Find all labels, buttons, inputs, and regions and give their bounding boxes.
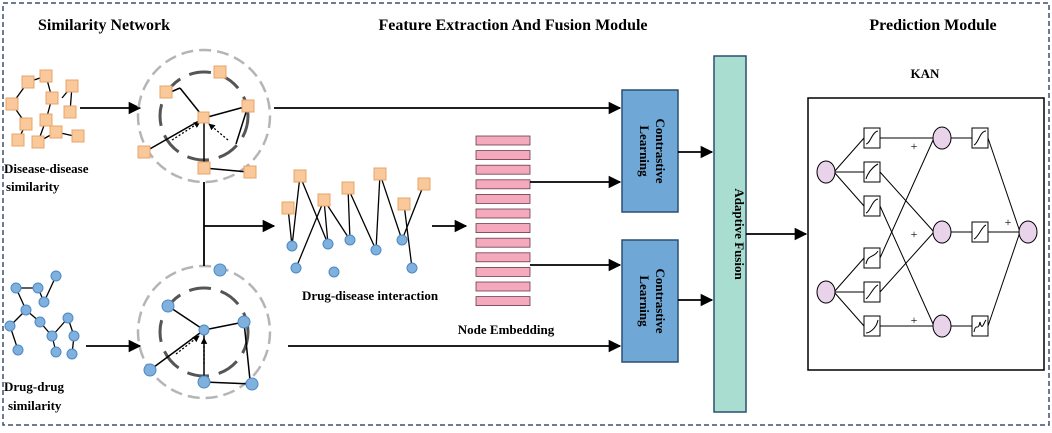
drug-aggregation — [136, 263, 272, 400]
kan-activation-curves — [865, 130, 987, 334]
disease-nodes — [5, 69, 85, 149]
contrastive-top-line1: Contrastive — [653, 119, 668, 184]
embedding-bar — [475, 150, 531, 161]
embedding-bar — [475, 164, 531, 175]
embedding-bar — [475, 208, 531, 219]
embedding-bar — [475, 179, 531, 190]
connector-to-interaction — [203, 182, 276, 266]
label-disease-line1: Disease-disease — [4, 161, 89, 176]
disease-aggregation — [136, 48, 272, 184]
embedding-bar — [475, 237, 531, 248]
embedding-bar — [475, 135, 531, 146]
contrastive-top-line2: Learning — [637, 125, 652, 177]
node-embedding-stack — [475, 135, 531, 307]
contrastive-bottom-line2: Learning — [637, 275, 652, 327]
label-node-embedding: Node Embedding — [458, 322, 555, 337]
embedding-bar — [475, 252, 531, 263]
label-drug-line1: Drug-drug — [4, 379, 64, 394]
contrastive-box-top: Contrastive Learning — [621, 89, 679, 213]
adaptive-fusion-bar: Adaptive Fusion — [713, 55, 747, 413]
contrastive-box-bottom: Contrastive Learning — [621, 239, 679, 363]
kan-nodes — [816, 126, 1038, 338]
embedding-bar — [475, 266, 531, 277]
contrastive-bottom-line1: Contrastive — [653, 269, 668, 334]
label-disease-line2: similarity — [6, 179, 60, 194]
kan-edges — [833, 137, 1021, 327]
label-drug-line2: similarity — [8, 398, 62, 413]
kan-plus-output: + — [1005, 215, 1012, 229]
embedding-bar — [475, 281, 531, 292]
kan-frame — [807, 97, 1045, 371]
adaptive-fusion-label: Adaptive Fusion — [732, 188, 747, 280]
label-interaction: Drug-disease interaction — [302, 288, 439, 303]
embedding-bar — [475, 296, 531, 307]
kan-plus-2: + — [911, 227, 918, 241]
outer-frame — [2, 2, 1050, 426]
kan-plus-1: + — [911, 139, 918, 153]
interaction-disease-nodes — [281, 167, 431, 215]
header-prediction-module: Prediction Module — [869, 17, 996, 34]
header-feature-extraction: Feature Extraction And Fusion Module — [378, 17, 647, 34]
drug-nodes — [4, 270, 80, 360]
label-kan: KAN — [911, 66, 941, 81]
kan-plus-3: + — [911, 313, 918, 327]
embedding-bar — [475, 193, 531, 204]
embedding-bar — [475, 223, 531, 234]
interaction-graph — [287, 173, 425, 269]
interaction-drug-nodes — [286, 234, 418, 278]
header-similarity-network: Similarity Network — [38, 17, 170, 34]
